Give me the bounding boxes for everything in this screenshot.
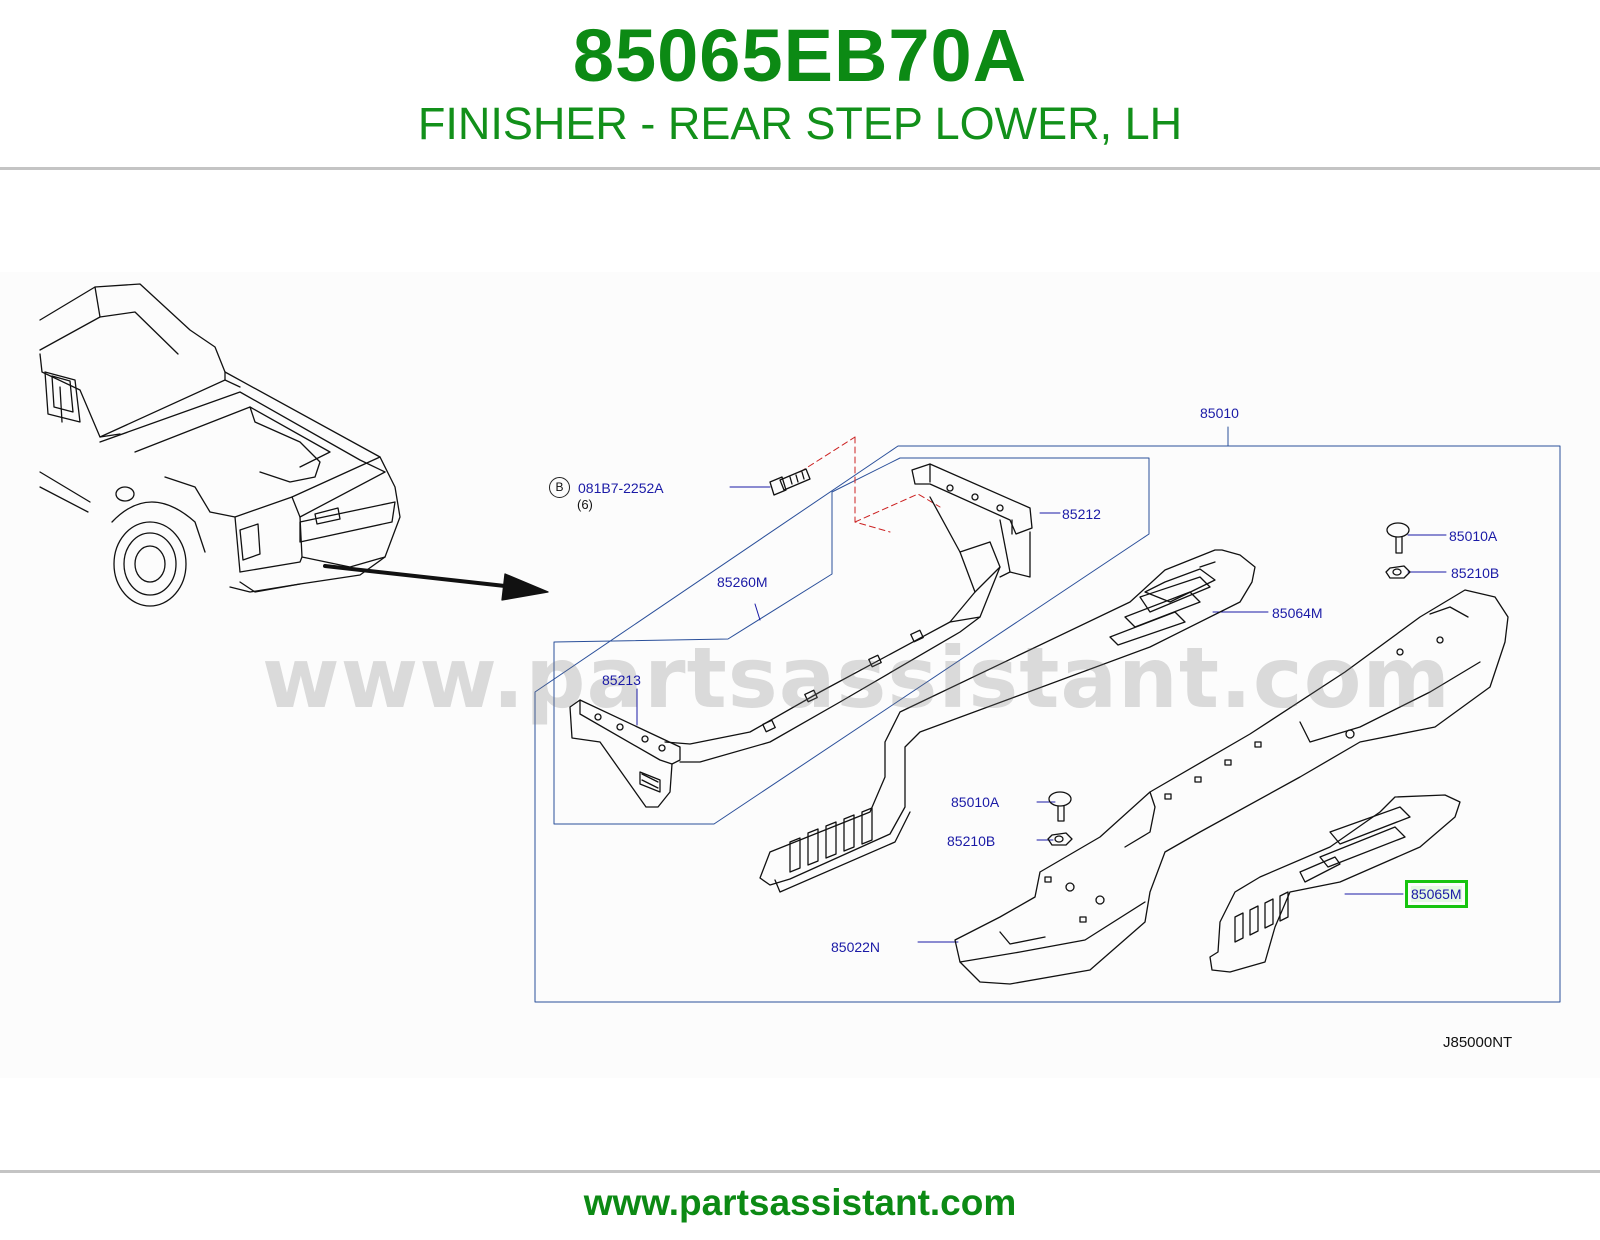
truck-illustration [39, 283, 401, 607]
nut-85210B-lower-drawing [1047, 832, 1073, 846]
callout-85010A-lower[interactable]: 85010A [951, 794, 1000, 810]
bolt-drawing [769, 468, 811, 496]
callout-081B7-2252A[interactable]: 081B7-2252A [578, 480, 664, 496]
footer-divider [0, 1170, 1600, 1173]
parts-diagram: www.partsassistant.com 85010 B 081B7-225… [0, 272, 1600, 1078]
finisher-85065M-drawing [1209, 794, 1461, 973]
callout-85210B-lower[interactable]: 85210B [947, 833, 996, 849]
bolt-marker-b: B [549, 477, 570, 498]
upper-step-85064M-drawing [759, 549, 1256, 893]
diagram-drawing [39, 283, 1561, 1003]
callout-85010A-upper[interactable]: 85010A [1449, 528, 1498, 544]
header-divider [0, 167, 1600, 170]
part-number-title: 85065EB70A [572, 14, 1028, 97]
watermark: www.partsassistant.com [262, 629, 1451, 727]
diagram-code: J85000NT [1443, 1034, 1513, 1051]
part-description: FINISHER - REAR STEP LOWER, LH [417, 98, 1183, 149]
callout-85065M-highlighted[interactable]: 85065M [1405, 880, 1468, 908]
callout-85212[interactable]: 85212 [1062, 506, 1101, 522]
clip-85010A-lower-drawing [1048, 791, 1072, 822]
nut-85210B-upper-drawing [1385, 565, 1411, 579]
callout-85064M[interactable]: 85064M [1272, 605, 1323, 621]
bracket-85212-drawing [911, 463, 1033, 578]
callout-85260M[interactable]: 85260M [717, 574, 768, 590]
clip-85010A-upper-drawing [1386, 522, 1410, 554]
callout-85010[interactable]: 85010 [1200, 405, 1239, 421]
footer-website-link[interactable]: www.partsassistant.com [583, 1182, 1017, 1223]
callout-85210B-upper[interactable]: 85210B [1451, 565, 1500, 581]
stay-85260M-drawing [664, 496, 1001, 763]
callout-85022N[interactable]: 85022N [831, 939, 881, 955]
lower-step-85022N-drawing [954, 589, 1509, 985]
bolt-quantity: (6) [577, 497, 593, 512]
bracket-85213-drawing [569, 699, 681, 808]
callout-85213[interactable]: 85213 [602, 672, 641, 688]
